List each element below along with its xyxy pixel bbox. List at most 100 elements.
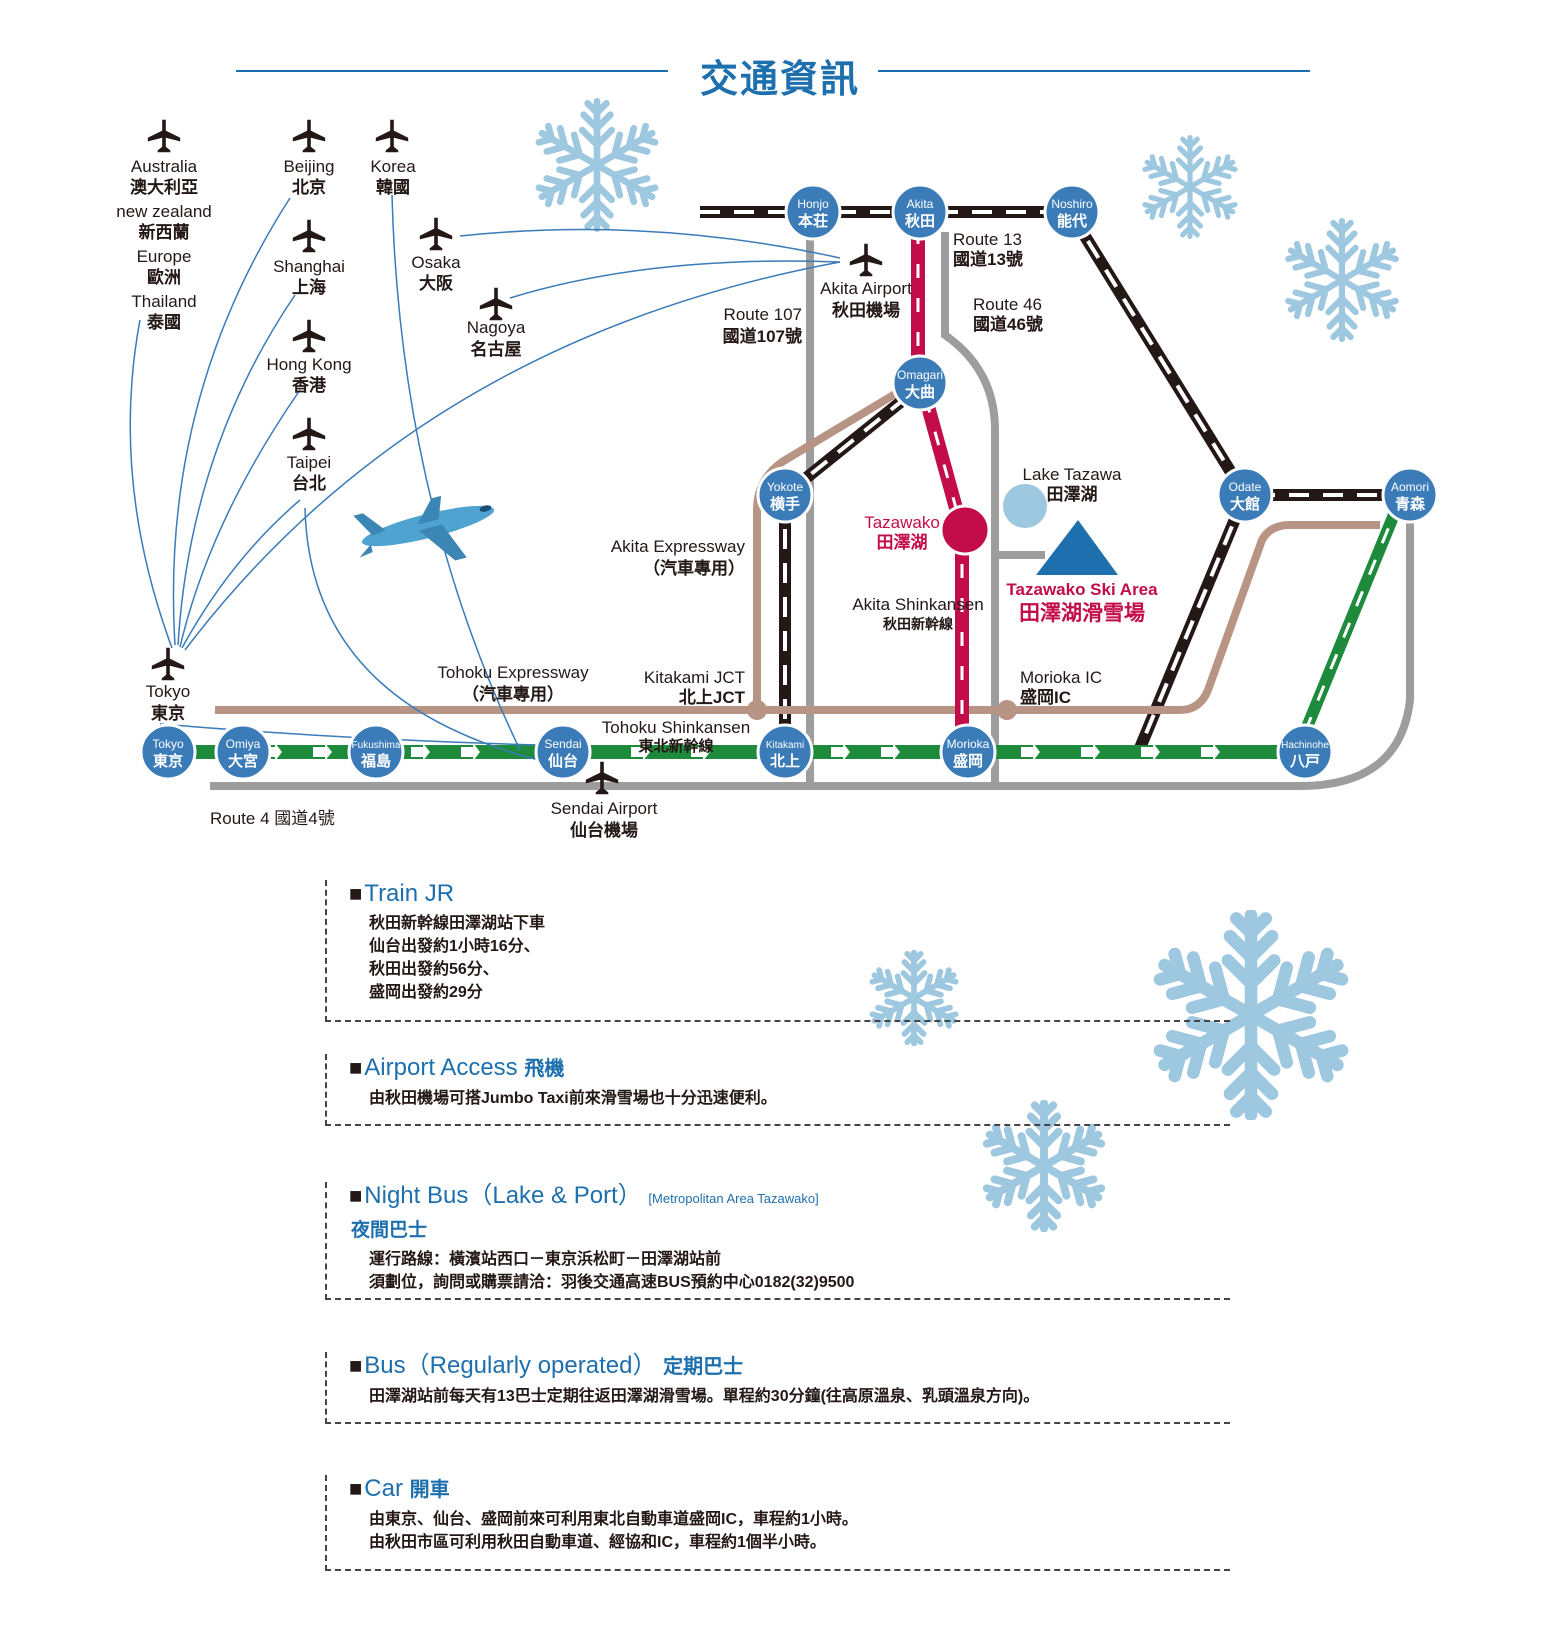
label-hongkong-en: Hong Kong (266, 355, 351, 374)
svg-text:Tazawako: Tazawako (864, 513, 940, 532)
label-korea-en: Korea (370, 157, 416, 176)
label-korea-zh: 韓國 (376, 177, 410, 197)
section-title-zh: 開車 (409, 1479, 450, 1501)
svg-text:東京: 東京 (151, 703, 185, 723)
label-taipei-en: Taipei (287, 453, 331, 472)
airport-labels: Akita Airport 秋田機場 Sendai Airport 仙台機場 T… (146, 279, 912, 840)
svg-text:Lake Tazawa: Lake Tazawa (1023, 465, 1122, 484)
akita-shinkansen (911, 230, 969, 748)
section-title-small: [Metropolitan Area Tazawako] (648, 1191, 819, 1206)
plane-icon (479, 287, 513, 321)
svg-text:Akita Airport: Akita Airport (820, 279, 912, 298)
svg-text:Tohoku Shinkansen: Tohoku Shinkansen (602, 718, 750, 737)
train-line-3: 秋田出發約56分、 (369, 961, 499, 978)
page-title: 交通資訊 (699, 59, 860, 101)
svg-text:（汽車專用）: （汽車專用） (462, 684, 564, 704)
label-osaka-zh: 大阪 (419, 273, 453, 293)
title-rule-left (236, 70, 668, 72)
svg-text:Morioka IC: Morioka IC (1020, 668, 1102, 687)
jet-illustration (353, 495, 495, 561)
station-kitakami: Kitakami 北上 (756, 723, 814, 781)
svg-text:國道107號: 國道107號 (723, 326, 802, 346)
svg-text:八戸: 八戸 (1289, 753, 1320, 770)
svg-text:Route 107: Route 107 (724, 305, 802, 324)
origin-labels: Australia 澳大利亞 new zealand 新西蘭 Europe 歐洲… (116, 157, 526, 493)
svg-text:横手: 横手 (770, 495, 800, 513)
lake-tazawa (1003, 484, 1047, 528)
section-regular-bus: ■Bus（Regularly operated） 定期巴士 田澤湖站前每天有13… (325, 1352, 1230, 1424)
plane-icon (292, 319, 326, 353)
svg-text:北上JCT: 北上JCT (679, 688, 746, 707)
car-line-1: 由東京、仙台、盛岡前來可利用東北自動車道盛岡IC，車程約1小時。 (369, 1511, 858, 1528)
svg-text:東北新幹線: 東北新幹線 (638, 737, 713, 755)
section-title-zh: 飛機 (524, 1058, 565, 1080)
svg-text:Tokyo: Tokyo (152, 737, 184, 751)
svg-text:仙台: 仙台 (548, 752, 578, 770)
svg-text:盛岡IC: 盛岡IC (1020, 687, 1071, 707)
plane-icon (375, 119, 409, 153)
svg-text:東京: 東京 (153, 752, 183, 770)
svg-text:Route 4 國道4號: Route 4 國道4號 (210, 809, 335, 828)
svg-text:Tohoku Expressway: Tohoku Expressway (437, 663, 589, 682)
section-title: Car (364, 1475, 403, 1502)
bus-line-1: 田澤湖站前每天有13巴士定期往返田澤湖滑雪場。單程約30分鐘(往高原溫泉、乳頭溫… (369, 1388, 1040, 1405)
svg-text:福島: 福島 (360, 752, 391, 770)
label-taipei-zh: 台北 (292, 473, 326, 493)
svg-text:Route 13: Route 13 (953, 230, 1022, 249)
label-beijing-zh: 北京 (292, 177, 326, 197)
section-title: Bus（Regularly operated） (364, 1352, 657, 1379)
ski-mountain-icon (1036, 520, 1118, 575)
label-thailand-zh: 泰國 (147, 312, 181, 332)
svg-text:Route 46: Route 46 (973, 295, 1042, 314)
label-australia-en: Australia (131, 157, 198, 176)
svg-text:田澤湖: 田澤湖 (877, 533, 928, 552)
label-shanghai-en: Shanghai (273, 257, 345, 276)
label-australia-zh: 澳大利亞 (130, 177, 198, 197)
svg-text:Yokote: Yokote (767, 480, 804, 494)
section-title: Airport Access (364, 1054, 518, 1081)
svg-text:Omagari: Omagari (897, 368, 943, 382)
svg-text:Akita Expressway: Akita Expressway (611, 537, 746, 556)
nightbus-line-2: 須劃位，詢問或購票請洽：羽後交通高速BUS預約中心0182(32)9500 (369, 1274, 855, 1291)
svg-text:Kitakami: Kitakami (766, 740, 804, 751)
svg-text:Fukushima: Fukushima (352, 740, 401, 751)
map-labels: Route 13 國道13號 Route 46 國道46號 Route 107 … (210, 230, 1158, 828)
label-nagoya-zh: 名古屋 (471, 339, 522, 359)
svg-text:Sendai: Sendai (544, 737, 581, 751)
label-hongkong-zh: 香港 (292, 375, 327, 395)
svg-text:Kitakami JCT: Kitakami JCT (644, 668, 745, 687)
svg-text:大館: 大館 (1230, 495, 1260, 513)
svg-text:秋田新幹線: 秋田新幹線 (883, 616, 953, 632)
plane-icon (292, 219, 326, 253)
svg-text:北上: 北上 (770, 753, 800, 770)
national-routes (210, 232, 1414, 790)
section-night-bus: ■Night Bus（Lake & Port） [Metropolitan Ar… (325, 1182, 1230, 1300)
svg-text:Omiya: Omiya (226, 737, 261, 751)
title-rule-right (878, 70, 1310, 72)
snowflake-icon (535, 101, 660, 228)
plane-icon (419, 217, 453, 251)
label-nagoya-en: Nagoya (467, 318, 526, 337)
svg-text:（汽車專用）: （汽車專用） (643, 558, 745, 578)
morioka-ic-node (997, 700, 1017, 720)
label-newzealand-zh: 新西蘭 (139, 222, 190, 242)
svg-text:Morioka: Morioka (947, 737, 990, 751)
section-car: ■Car 開車 由東京、仙台、盛岡前來可利用東北自動車道盛岡IC，車程約1小時。… (325, 1475, 1230, 1571)
snowflake-icon (1141, 138, 1238, 237)
train-line-1: 秋田新幹線田澤湖站下車 (369, 915, 546, 932)
label-thailand-en: Thailand (131, 292, 196, 311)
plane-icon (292, 119, 326, 153)
section-title: Night Bus（Lake & Port） (364, 1182, 642, 1209)
svg-text:國道13號: 國道13號 (953, 249, 1023, 269)
